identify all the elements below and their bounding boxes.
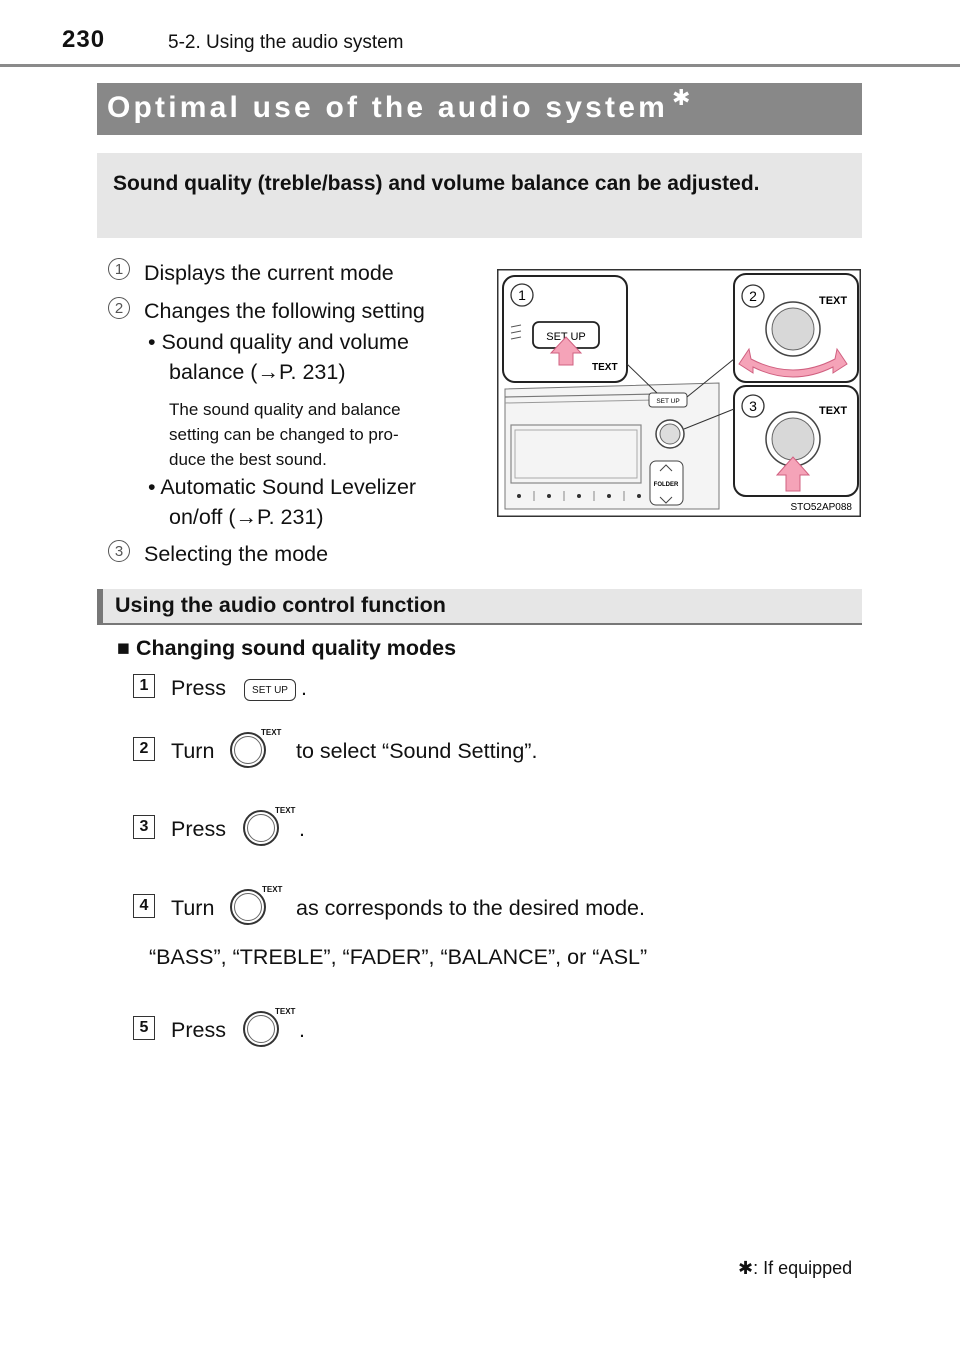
knob-text-label: TEXT (275, 806, 296, 815)
square-bullet-icon: ■ (117, 636, 130, 660)
callout-number-3: 3 (108, 540, 130, 562)
page-title: Optimal use of the audio system (107, 91, 668, 124)
step-number-1: 1 (133, 674, 155, 698)
step-number-5: 5 (133, 1016, 155, 1040)
callout-number-2: 2 (108, 297, 130, 319)
note-line-3: duce the best sound. (169, 450, 327, 469)
fig-folder-label: FOLDER (654, 482, 679, 488)
setup-button-icon: SET UP (244, 679, 296, 701)
page-title-bar: Optimal use of the audio system ✱ (97, 83, 862, 135)
step-1-end: . (301, 676, 307, 700)
section-header: 5-2. Using the audio system (168, 32, 404, 53)
tune-knob-icon (243, 810, 279, 846)
fig-callout-1: 1 (518, 287, 526, 303)
tune-knob-icon (243, 1011, 279, 1047)
callout-number-1: 1 (108, 258, 130, 280)
section-title: Using the audio control function (115, 593, 446, 617)
step-2-text: to select “Sound Setting”. (296, 739, 538, 763)
knob-text-label: TEXT (261, 728, 282, 737)
tune-knob-icon (230, 889, 266, 925)
note-line-2: setting can be changed to pro- (169, 425, 399, 444)
step-number-3: 3 (133, 815, 155, 839)
step-number-4: 4 (133, 894, 155, 918)
step-5-end: . (299, 1018, 305, 1042)
intro-summary: Sound quality (treble/bass) and volume b… (97, 153, 862, 238)
subheading: ■ Changing sound quality modes (117, 636, 457, 660)
callout-text-3: Selecting the mode (144, 542, 329, 566)
callout-text-2: Changes the following setting (144, 299, 425, 323)
audio-panel-illustration: SET UP FOLDER 1 SET UP TEXT 2 TEXT 3 TEX… (497, 269, 861, 517)
step-3-verb: Press (171, 817, 226, 841)
fig-text-label-3: TEXT (819, 405, 847, 417)
bullet-asl-ref: on/off (→P. 231) (169, 505, 324, 529)
fig-callout-3: 3 (749, 398, 757, 414)
header-divider (0, 64, 960, 67)
footnote: ✱: If equipped (738, 1258, 852, 1279)
bullet-asl: • Automatic Sound Levelizer (148, 475, 417, 499)
bullet-sound-quality: • Sound quality and volume (148, 330, 409, 354)
step-1-verb: Press (171, 676, 226, 700)
page-number: 230 (62, 26, 106, 53)
footnote-text: : If equipped (753, 1258, 853, 1278)
fig-text-label-1: TEXT (592, 362, 618, 373)
knob-text-label: TEXT (262, 885, 283, 894)
bullet-sound-quality-ref: balance (→P. 231) (169, 360, 346, 384)
callout-text-1: Displays the current mode (144, 261, 394, 285)
section-title-bar: Using the audio control function (97, 589, 862, 625)
footnote-mark: ✱ (738, 1258, 754, 1278)
mode-options: “BASS”, “TREBLE”, “FADER”, “BALANCE”, or… (149, 945, 648, 969)
knob-text-label: TEXT (275, 1007, 296, 1016)
step-5-verb: Press (171, 1018, 226, 1042)
fig-text-label-2: TEXT (819, 295, 847, 307)
step-4-text: as corresponds to the desired mode. (296, 896, 645, 920)
step-4-verb: Turn (171, 896, 215, 920)
step-number-2: 2 (133, 737, 155, 761)
step-3-end: . (299, 817, 305, 841)
fig-code: STO52AP088 (790, 502, 852, 513)
tune-knob-icon (230, 732, 266, 768)
fig-callout-2: 2 (749, 288, 757, 304)
note-line-1: The sound quality and balance (169, 400, 401, 419)
step-2-verb: Turn (171, 739, 215, 763)
if-equipped-mark: ✱ (672, 85, 691, 110)
fig-setup-small-label: SET UP (656, 398, 679, 405)
